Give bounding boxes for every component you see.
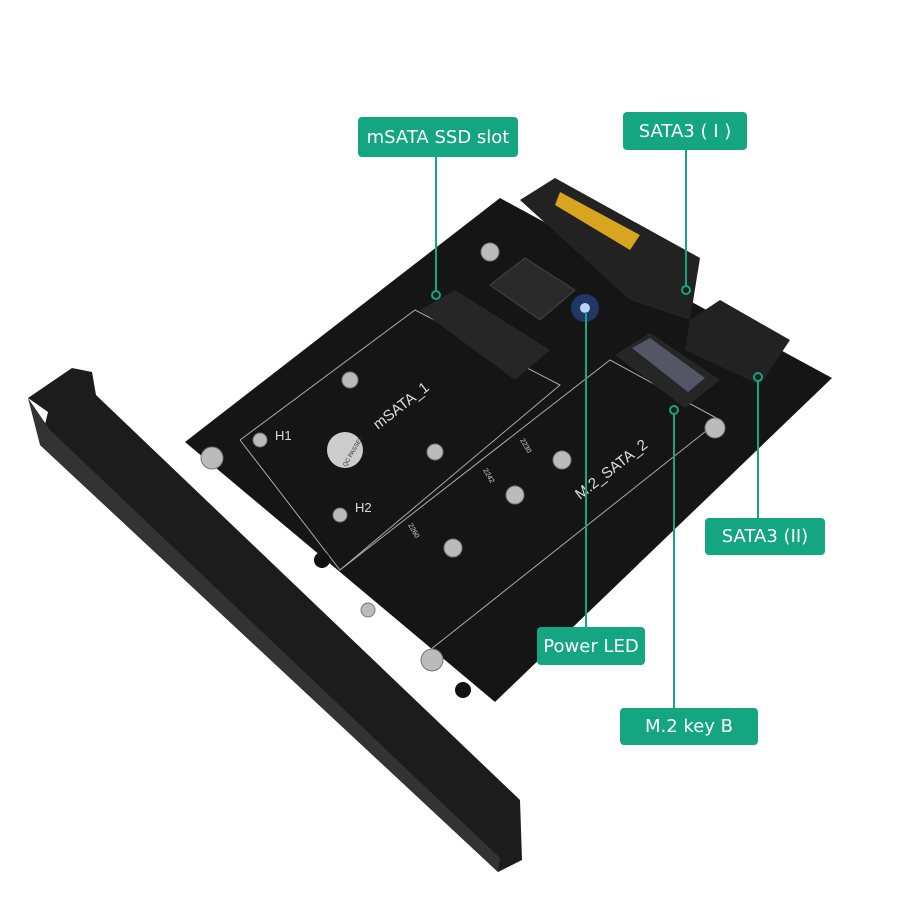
pci-bracket <box>28 368 522 872</box>
sata-connector-1 <box>520 178 700 320</box>
bracket-edge <box>28 398 500 872</box>
marking-h2: H2 <box>355 500 372 515</box>
sata2-pointer <box>753 372 763 382</box>
m2-leader-line <box>673 410 675 708</box>
marking-h1: H1 <box>275 428 292 443</box>
callout-power-led: Power LED <box>537 627 645 665</box>
led-leader-line <box>585 312 587 627</box>
msata-slot <box>420 290 550 380</box>
callout-sata3-2: SATA3 (II) <box>705 518 825 555</box>
sata-connector-2 <box>685 300 790 385</box>
sata2-leader-line <box>757 378 759 518</box>
callout-msata-slot: mSATA SSD slot <box>358 117 518 157</box>
callout-m2-key-b: M.2 key B <box>620 708 758 745</box>
callout-sata3-1: SATA3 ( I ) <box>623 112 747 150</box>
msata-leader-line <box>435 157 437 295</box>
sata1-leader-line <box>685 150 687 290</box>
m2-pointer <box>669 405 679 415</box>
pcb-board <box>185 198 832 702</box>
mounting-holes <box>200 242 726 672</box>
msata-pointer <box>431 290 441 300</box>
sata1-pointer <box>681 285 691 295</box>
regulator-chip <box>489 257 576 321</box>
qc-sticker <box>327 432 363 468</box>
